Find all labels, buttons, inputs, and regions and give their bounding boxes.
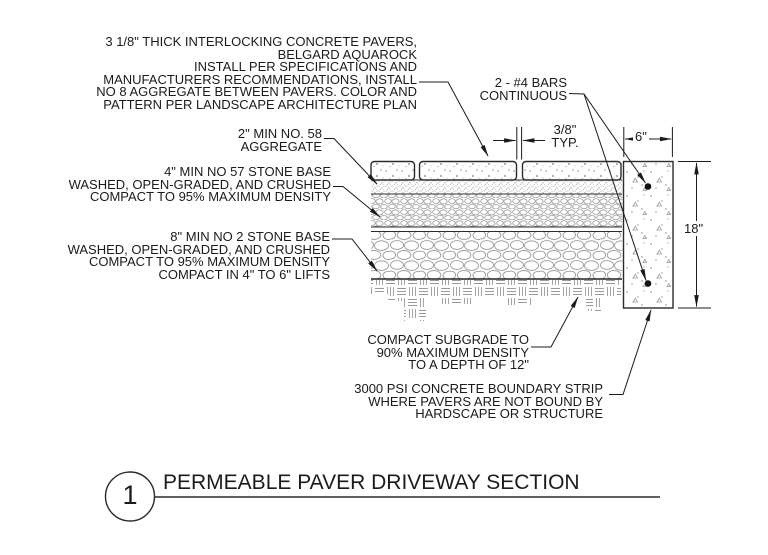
paver-block bbox=[418, 160, 518, 181]
note-subgrade: COMPACT SUBGRADE TO 90% MAXIMUM DENSITY … bbox=[367, 332, 529, 372]
concrete-boundary-strip bbox=[622, 160, 674, 309]
dimension-text-strip-width: 6" bbox=[633, 129, 649, 144]
paver-block bbox=[370, 160, 416, 181]
aggregate-layer bbox=[371, 179, 622, 195]
leader-stone2 bbox=[332, 238, 378, 272]
rebar-dot bbox=[644, 183, 652, 190]
stone57-layer bbox=[371, 194, 622, 233]
note-stone57: 4" MIN NO 57 STONE BASE WASHED, OPEN-GRA… bbox=[68, 164, 331, 204]
title-block-linework bbox=[104, 471, 660, 522]
detail-number: 1 bbox=[122, 480, 138, 510]
leader-lines bbox=[324, 81, 652, 395]
leader-pavers bbox=[419, 81, 489, 157]
stone2-layer bbox=[371, 232, 622, 280]
detail-title: PERMEABLE PAVER DRIVEWAY SECTION bbox=[163, 471, 580, 494]
paver-course bbox=[370, 160, 622, 181]
paver-block bbox=[521, 160, 622, 181]
dimension-joint bbox=[493, 127, 545, 160]
note-rebar: 2 - #4 BARS CONTINUOUS bbox=[479, 75, 567, 103]
note-pavers: 3 1/8" THICK INTERLOCKING CONCRETE PAVER… bbox=[96, 34, 417, 112]
subgrade-hatch bbox=[371, 280, 621, 321]
dimension-text-joint: 3/8" TYP. bbox=[551, 122, 579, 150]
leader-aggregate bbox=[324, 138, 378, 185]
note-stone2: 8" MIN NO 2 STONE BASE WASHED, OPEN-GRAD… bbox=[67, 229, 330, 282]
note-boundary-strip: 3000 PSI CONCRETE BOUNDARY STRIP WHERE P… bbox=[354, 381, 603, 421]
note-aggregate: 2" MIN NO. 58 AGGREGATE bbox=[237, 126, 322, 154]
rebar-dot bbox=[644, 280, 652, 287]
leader-boundary-strip bbox=[609, 309, 652, 395]
leader-stone57 bbox=[333, 186, 381, 218]
leader-subgrade bbox=[531, 296, 579, 348]
dimension-text-strip-height: 18" bbox=[682, 221, 706, 236]
leader-rebar-bottom bbox=[583, 93, 647, 282]
